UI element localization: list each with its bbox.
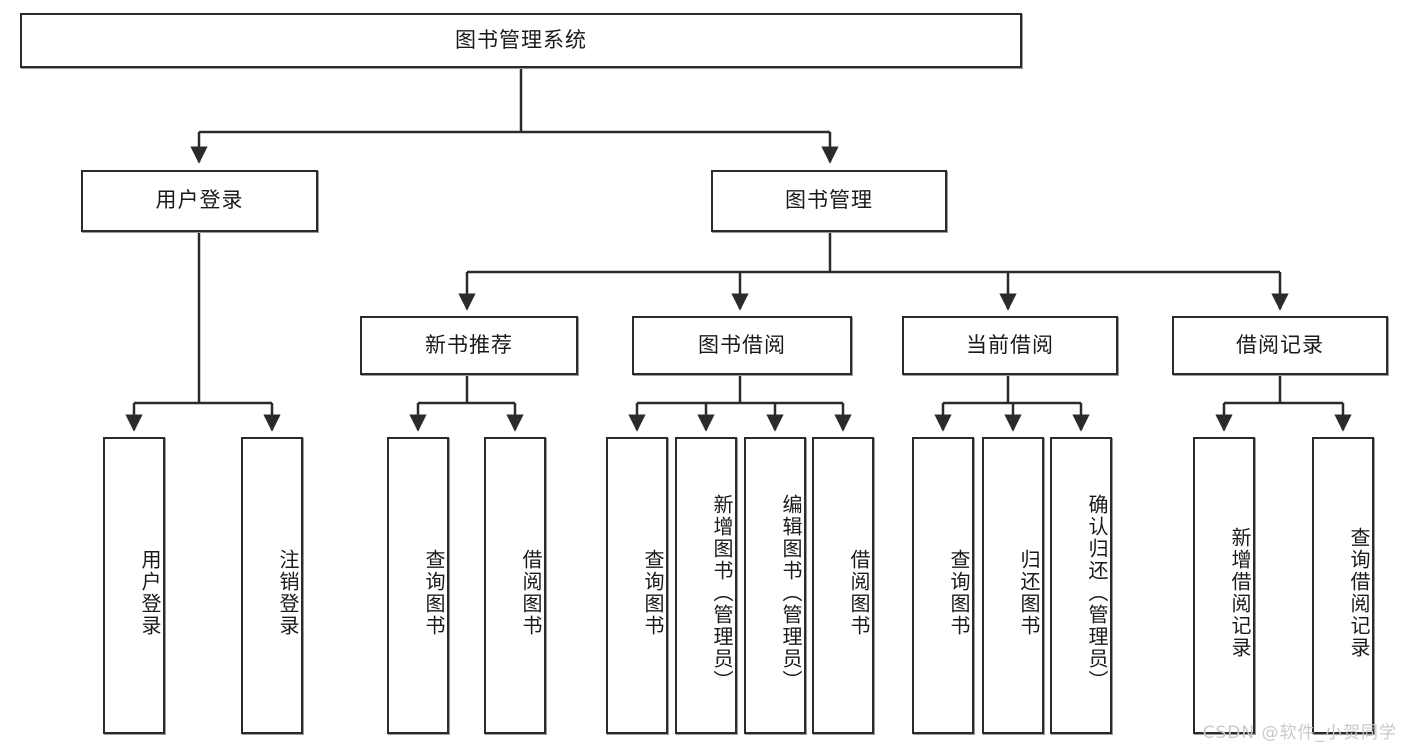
node-book-borrowing[interactable]: 图书借阅 bbox=[632, 316, 852, 375]
node-label: 用户登录 bbox=[155, 188, 244, 213]
node-current-borrowing[interactable]: 当前借阅 bbox=[902, 316, 1118, 375]
leaf-query-book-borrow[interactable]: 查询图书 bbox=[606, 437, 668, 734]
node-label: 查询图书 bbox=[947, 548, 971, 637]
node-label: 新增借阅记录 bbox=[1228, 526, 1252, 659]
node-label: 借阅图书 bbox=[847, 548, 871, 637]
node-label: 新书推荐 bbox=[425, 332, 513, 357]
leaf-user-login[interactable]: 用户登录 bbox=[103, 437, 165, 734]
node-label: 查询图书 bbox=[641, 548, 665, 637]
leaf-add-book-admin[interactable]: 新增图书（管理员） bbox=[675, 437, 737, 734]
node-label: 用户登录 bbox=[138, 548, 162, 637]
leaf-borrow-book-recommend[interactable]: 借阅图书 bbox=[484, 437, 546, 734]
node-book-management-system[interactable]: 图书管理系统 bbox=[20, 13, 1022, 68]
leaf-borrow-book[interactable]: 借阅图书 bbox=[812, 437, 874, 734]
leaf-query-book-current[interactable]: 查询图书 bbox=[912, 437, 974, 734]
node-book-management[interactable]: 图书管理 bbox=[711, 170, 947, 232]
node-borrowing-record[interactable]: 借阅记录 bbox=[1172, 316, 1388, 375]
node-label: 编辑图书（管理员） bbox=[779, 493, 803, 692]
node-label: 确认归还（管理员） bbox=[1085, 493, 1109, 692]
node-label: 图书管理系统 bbox=[455, 27, 587, 52]
node-label: 图书管理 bbox=[785, 188, 873, 213]
leaf-add-borrow-record[interactable]: 新增借阅记录 bbox=[1193, 437, 1255, 734]
node-label: 图书借阅 bbox=[698, 332, 786, 357]
node-label: 归还图书 bbox=[1017, 548, 1041, 637]
node-label: 查询借阅记录 bbox=[1347, 526, 1371, 659]
node-label: 借阅记录 bbox=[1236, 332, 1324, 357]
leaf-edit-book-admin[interactable]: 编辑图书（管理员） bbox=[744, 437, 806, 734]
leaf-confirm-return-admin[interactable]: 确认归还（管理员） bbox=[1050, 437, 1112, 734]
node-label: 查询图书 bbox=[422, 548, 446, 637]
node-new-book-recommendation[interactable]: 新书推荐 bbox=[360, 316, 578, 375]
node-label: 借阅图书 bbox=[519, 548, 543, 637]
leaf-return-book[interactable]: 归还图书 bbox=[982, 437, 1044, 734]
leaf-query-borrow-record[interactable]: 查询借阅记录 bbox=[1312, 437, 1374, 734]
node-label: 注销登录 bbox=[276, 548, 300, 637]
leaf-query-book-recommend[interactable]: 查询图书 bbox=[387, 437, 449, 734]
node-label: 当前借阅 bbox=[966, 332, 1054, 357]
leaf-logout[interactable]: 注销登录 bbox=[241, 437, 303, 734]
node-label: 新增图书（管理员） bbox=[710, 493, 734, 692]
csdn-watermark: CSDN @软件_小贺同学 bbox=[1202, 723, 1397, 743]
node-user-login[interactable]: 用户登录 bbox=[81, 170, 318, 232]
